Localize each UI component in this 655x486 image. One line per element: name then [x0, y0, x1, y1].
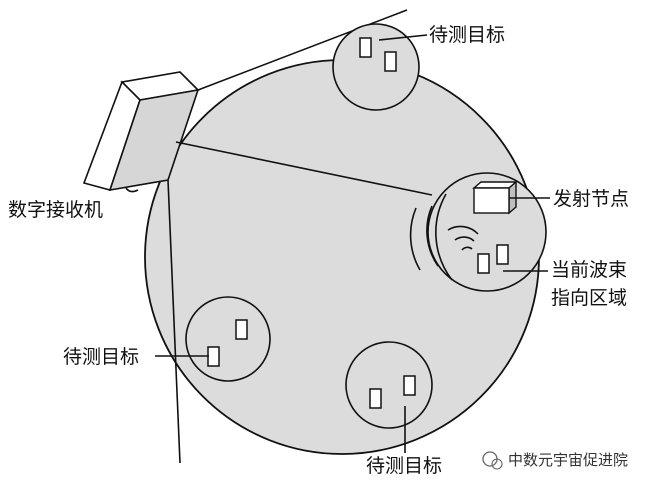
- watermark-right-text: 中数元宇宙促进院: [508, 451, 628, 469]
- target-marker: [384, 51, 397, 72]
- label-target-top: 待测目标: [429, 24, 505, 46]
- watermark-right: 中数元宇宙促进院: [482, 451, 628, 470]
- wechat-logo-icon-small: [491, 458, 503, 470]
- beam-wave-arc: [409, 207, 421, 271]
- label-beam-area-line1: 当前波束: [551, 259, 627, 281]
- beam-region: [409, 172, 550, 292]
- label-leader-line: [378, 34, 428, 41]
- target-marker: [403, 375, 416, 396]
- beam-wave-arc: [461, 246, 473, 251]
- watermark-logo-icon: [8, 460, 24, 476]
- label-receiver: 数字接收机: [8, 199, 103, 221]
- target-zone-circle: [345, 341, 433, 429]
- target-marker: [496, 244, 509, 265]
- label-beam-area-line2: 指向区域: [551, 287, 627, 309]
- watermark-left-text: 大数跨境: [30, 460, 90, 478]
- target-marker: [207, 346, 220, 367]
- target-region-left: [155, 296, 271, 382]
- receiver-antenna-line: [197, 9, 408, 91]
- watermark-left: 大数跨境: [8, 460, 90, 478]
- transmitter-box-front: [473, 187, 510, 214]
- target-marker: [369, 388, 382, 409]
- target-region-top: [332, 23, 428, 111]
- target-zone-circle: [185, 296, 271, 382]
- target-marker: [359, 37, 372, 58]
- beam-wave-arc: [435, 193, 453, 281]
- beam-wave-arc: [426, 205, 439, 267]
- label-target-left: 待测目标: [63, 346, 139, 368]
- beam-wave-arc: [447, 225, 479, 235]
- target-zone-circle: [332, 23, 420, 111]
- label-target-bottom: 待测目标: [366, 455, 442, 477]
- receiver-vertical-line: [167, 179, 181, 464]
- target-marker: [235, 319, 248, 340]
- target-marker: [477, 253, 490, 274]
- label-transmit-node: 发射节点: [553, 188, 629, 210]
- beam-wave-arc: [454, 236, 475, 242]
- receiver-foot: [125, 187, 139, 193]
- receiver-to-transmitter-line: [175, 141, 433, 196]
- target-region-bottom: [345, 341, 433, 453]
